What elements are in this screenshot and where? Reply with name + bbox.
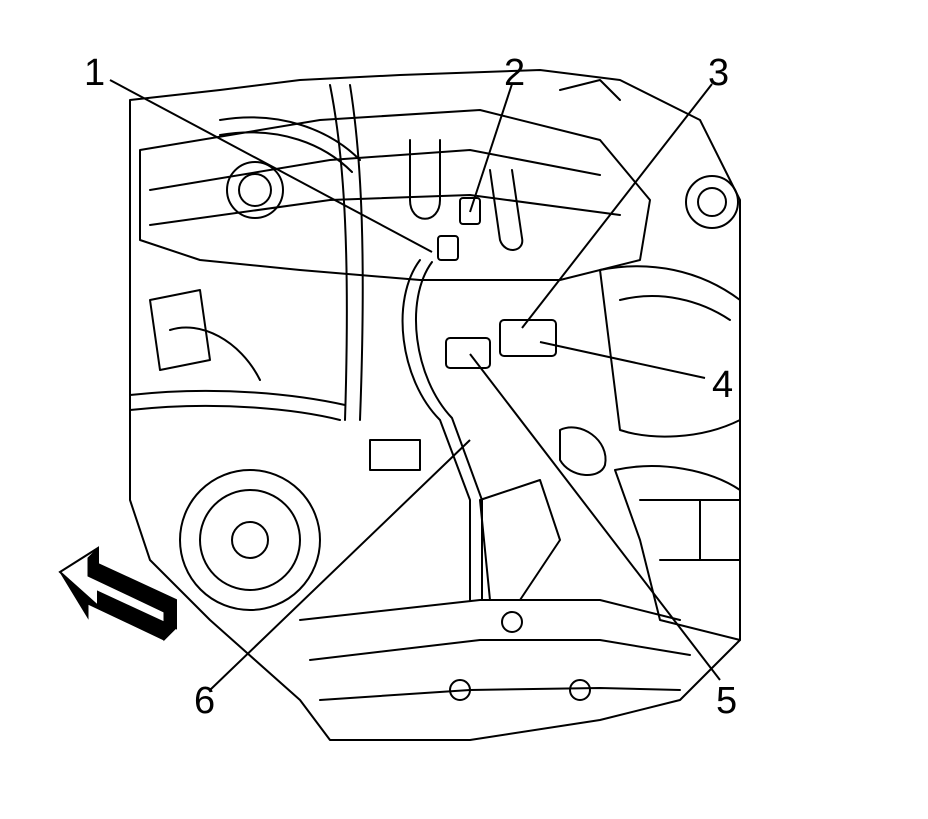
leader-lines bbox=[109, 79, 721, 691]
leader-4 bbox=[539, 341, 706, 379]
leader-1 bbox=[109, 79, 433, 253]
sensor-connector-3 bbox=[499, 319, 557, 357]
callout-2: 2 bbox=[504, 52, 526, 94]
intake-manifold bbox=[139, 109, 651, 281]
engine-block-outline bbox=[129, 69, 741, 741]
leader-3 bbox=[521, 83, 713, 329]
sensor-connector-5 bbox=[445, 337, 491, 369]
callout-1: 1 bbox=[84, 52, 106, 94]
callout-5: 5 bbox=[716, 680, 738, 722]
callout-4: 4 bbox=[712, 364, 734, 406]
vacuum-hose-center bbox=[329, 84, 348, 421]
front-direction-arrow-icon bbox=[58, 546, 177, 642]
wiring-harness bbox=[401, 259, 471, 601]
support-bracket bbox=[479, 479, 561, 601]
leader-5 bbox=[469, 353, 721, 681]
crank-pulley bbox=[179, 469, 321, 611]
leader-6 bbox=[209, 439, 471, 691]
air-duct bbox=[599, 265, 741, 438]
leader-2 bbox=[469, 83, 513, 213]
callout-6: 6 bbox=[194, 680, 216, 722]
callout-3: 3 bbox=[708, 52, 730, 94]
vacuum-hose-left bbox=[129, 404, 341, 421]
